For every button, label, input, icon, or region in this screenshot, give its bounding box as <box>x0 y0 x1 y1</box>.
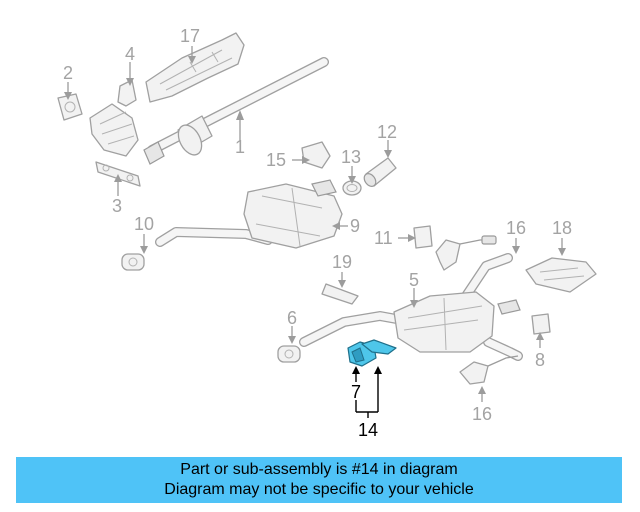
hanger-6 <box>277 345 301 363</box>
bracket-19 <box>321 283 359 305</box>
gasket-2 <box>57 93 83 121</box>
leader-lines <box>64 46 566 402</box>
heat-shield-18 <box>525 257 597 293</box>
callout-19: 19 <box>332 252 352 272</box>
callout-1: 1 <box>235 137 245 157</box>
callout-16-lower: 16 <box>472 404 492 424</box>
callout-labels: 1 2 3 4 5 6 8 9 10 11 12 13 15 16 16 17 … <box>63 26 572 440</box>
callout-15: 15 <box>266 150 286 170</box>
bracket-16-upper <box>435 235 497 271</box>
bracket-15 <box>301 141 331 169</box>
callout-10: 10 <box>134 214 154 234</box>
callout-9: 9 <box>350 216 360 236</box>
callout-4: 4 <box>125 44 135 64</box>
banner-line-2: Diagram may not be specific to your vehi… <box>164 481 474 498</box>
hanger-8 <box>531 313 551 335</box>
front-pipe-catalytic-converter <box>89 57 329 165</box>
banner-line-1: Part or sub-assembly is #14 in diagram <box>180 461 458 478</box>
hanger-assembly-14[interactable] <box>347 339 397 367</box>
exhaust-system-diagram: 1 2 3 4 5 6 8 9 10 11 12 13 15 16 16 17 … <box>57 26 597 440</box>
tail-pipe-12 <box>363 157 397 187</box>
callout-6: 6 <box>287 308 297 328</box>
rear-muffler <box>299 253 523 361</box>
leader-lines-highlight <box>352 366 382 418</box>
info-banner: Part or sub-assembly is #14 in diagram D… <box>16 457 622 503</box>
callout-11: 11 <box>374 228 393 248</box>
hanger-11 <box>413 225 433 249</box>
callout-18: 18 <box>552 218 572 238</box>
bracket-16-lower <box>459 355 519 385</box>
callout-12: 12 <box>377 122 397 142</box>
bracket-4 <box>117 79 137 107</box>
callout-17: 17 <box>180 26 200 46</box>
hanger-10 <box>121 253 145 271</box>
callout-16-upper: 16 <box>506 218 526 238</box>
callout-5: 5 <box>409 270 419 290</box>
callout-13: 13 <box>341 147 361 167</box>
callout-14: 14 <box>358 420 378 440</box>
callout-3: 3 <box>112 196 122 216</box>
heat-shield-upper <box>145 32 245 103</box>
callout-2: 2 <box>63 63 73 83</box>
callout-8: 8 <box>535 350 545 370</box>
callout-7: 7 <box>351 382 361 402</box>
center-muffler <box>155 179 343 249</box>
